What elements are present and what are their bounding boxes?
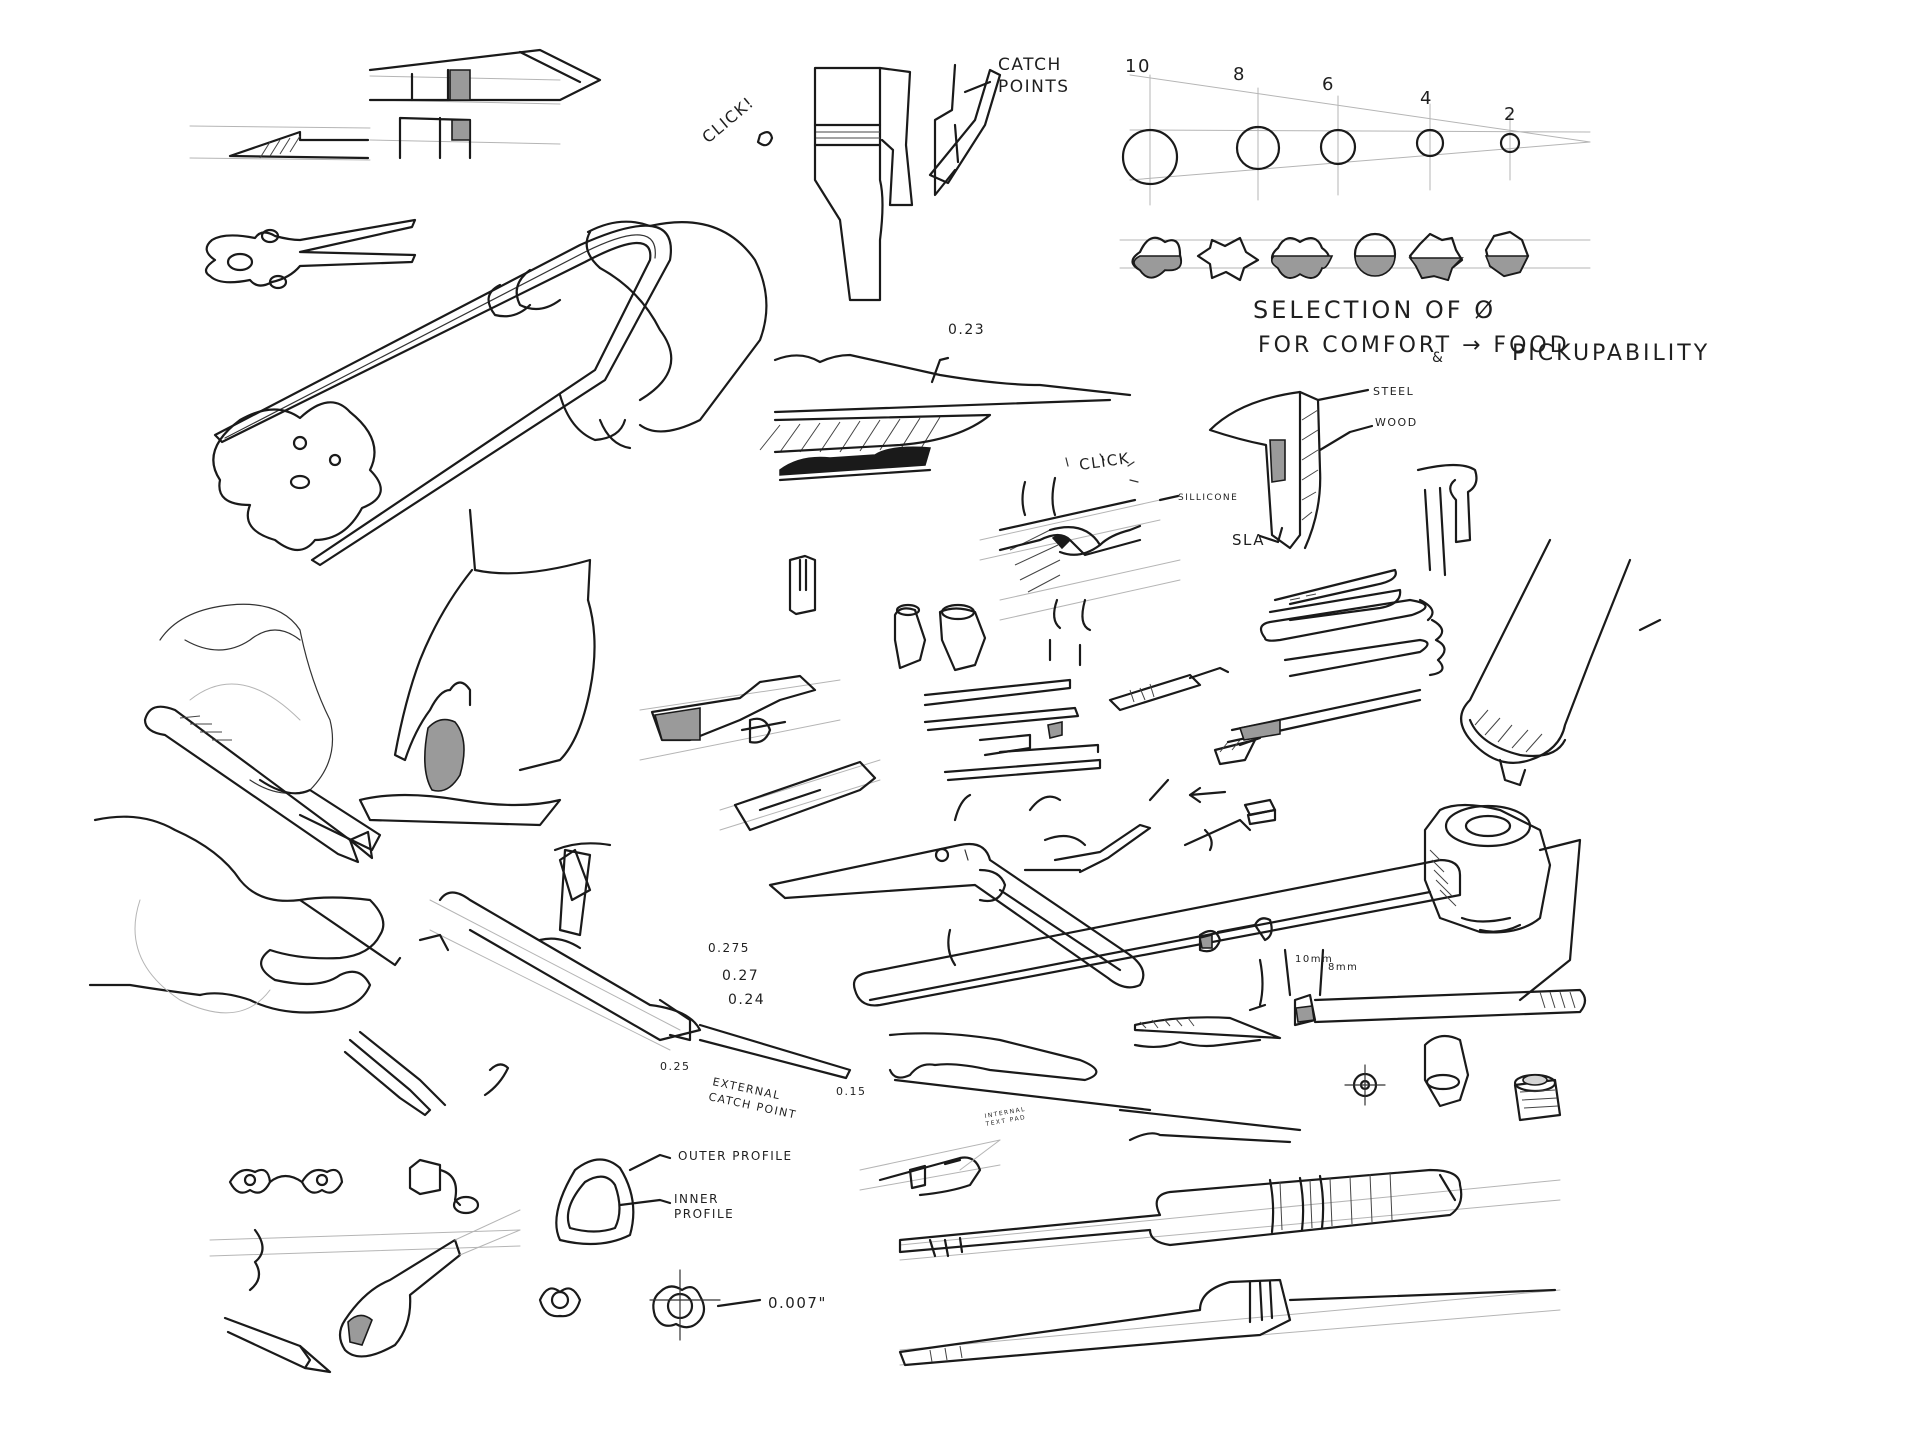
silicone-click-sketch (979, 453, 1181, 667)
chopstick-end-sketch (1460, 538, 1662, 787)
scale-label-10: 10 (1125, 56, 1151, 77)
chopstick-hinge-dimension-sketch (418, 842, 852, 1080)
dim-015: 0.15 (836, 1085, 867, 1098)
hinge-section-sketch (759, 353, 1132, 482)
dim-024: 0.24 (728, 992, 765, 1008)
dim-027: 0.27 (722, 968, 759, 984)
blade-profiles-sketch (888, 1016, 1302, 1144)
catch-label-line2: POINTS (998, 77, 1070, 97)
inner-profile-line2: PROFILE (674, 1207, 734, 1221)
cross-section-icons-sketch (209, 1158, 521, 1292)
selection-line2: FOR COMFORT → FOOD (1258, 333, 1570, 358)
selection-line3: & (1432, 350, 1446, 366)
chopstick-handle-second-sketch (898, 1278, 1561, 1367)
tongs-with-hand-sketch (212, 220, 768, 567)
outer-profile-label: OUTER PROFILE (678, 1149, 793, 1163)
scale-label-4: 4 (1420, 88, 1433, 109)
dim-0275: 0.275 (708, 941, 750, 955)
inner-profile-line1: INNER (674, 1192, 719, 1206)
tong-outline-sketch (204, 218, 417, 290)
catch-points-sketch (756, 63, 1002, 302)
chopstick-handle-sketch (898, 1168, 1561, 1261)
scale-label-6: 6 (1322, 74, 1335, 95)
annotation-texts: CATCH POINTS CLICK! 10 8 6 4 2 SELECTION… (660, 55, 1710, 1312)
scale-label-8: 8 (1233, 64, 1246, 85)
blade-tip-sketch (189, 48, 602, 161)
selection-line1: SELECTION OF Ø (1253, 296, 1496, 324)
wood-label: WOOD (1375, 416, 1418, 429)
assembled-tongs-sketch (768, 778, 1252, 989)
click-hinge-label: CLICK (1078, 449, 1131, 474)
tolerance-label: 0.007" (768, 1294, 827, 1312)
dim-025: 0.25 (660, 1060, 691, 1073)
profile-diagram-sketch (538, 1153, 762, 1341)
internal-pad-sketch (859, 1139, 1001, 1197)
chopstick-tip-sketch (223, 1209, 521, 1374)
gloved-hand-pinch-sketch (358, 508, 596, 827)
scale-label-2: 2 (1504, 104, 1517, 125)
diameter-scale-sketch (1119, 74, 1591, 282)
stick-parts-sketch (923, 666, 1262, 782)
small-parts-sketch (639, 554, 987, 832)
ferrule-8mm: 8mm (1328, 962, 1358, 973)
material-section-sketch (1208, 388, 1478, 577)
spring-form-sketch (1188, 568, 1446, 826)
dim-023-label: 0.23 (948, 322, 985, 338)
hand-holding-instrument-sketch (88, 603, 402, 1014)
selection-line4: PICKUPABILITY (1512, 341, 1710, 366)
catch-label-line1: CATCH (998, 55, 1062, 75)
end-cap-sketch (1344, 1034, 1562, 1122)
sillicone-label: SILLICONE (1178, 493, 1238, 503)
small-tweezer-sketch (343, 1030, 510, 1117)
sla-label: SLA (1232, 531, 1265, 549)
steel-label: STEEL (1373, 385, 1414, 398)
chopstick-size-sketch (1248, 948, 1587, 1027)
ferrule-10mm: 10mm (1295, 954, 1333, 965)
chopstick-ferrule-sketch (852, 803, 1582, 1007)
click-label: CLICK! (698, 93, 758, 147)
